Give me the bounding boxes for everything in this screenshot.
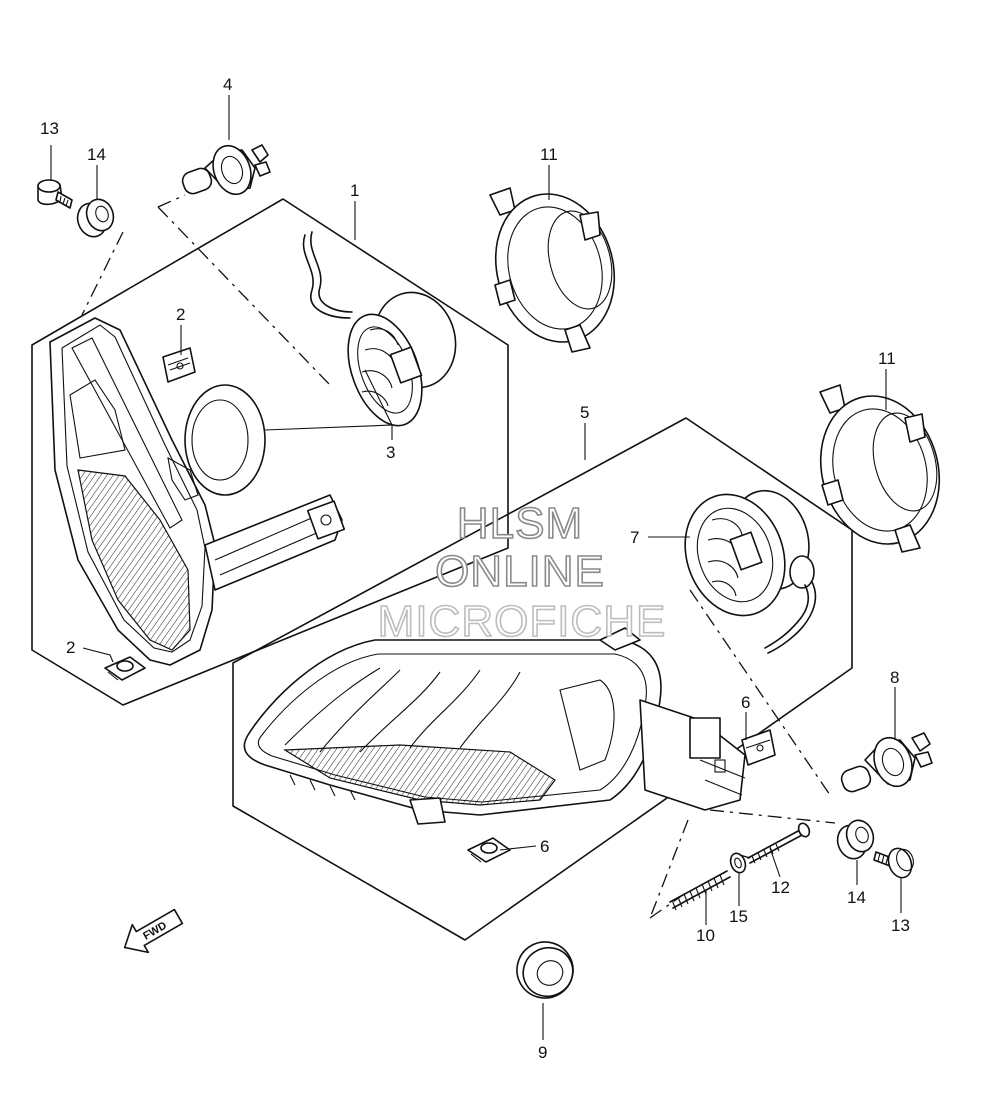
- right-headlamp-housing: [243, 627, 746, 825]
- watermark: HLSM ONLINE MICROFICHE: [377, 498, 667, 647]
- callout-3: 3: [386, 443, 395, 462]
- bolt-12: [747, 822, 811, 864]
- clip-2-lower: [104, 656, 146, 681]
- callout-13-upper: 13: [40, 119, 59, 138]
- callout-10: 10: [696, 926, 715, 945]
- callout-6-lower: 6: [540, 837, 549, 856]
- screw-13-upper: [37, 179, 73, 209]
- grommet-14-lower: [836, 819, 875, 860]
- callout-labels: 13 14 4 1 11 2 3 2 5 11 7 6 8 6 12 15 10…: [40, 75, 910, 1062]
- spring-10: [669, 870, 731, 911]
- retainer-11-lower: [819, 384, 941, 553]
- watermark-line-3: MICROFICHE: [378, 597, 667, 646]
- callout-9: 9: [538, 1043, 547, 1062]
- retainer-11-upper: [489, 187, 616, 353]
- callout-11-upper: 11: [540, 145, 558, 164]
- socket-7: [684, 489, 817, 654]
- assembly-box-1: [31, 198, 509, 706]
- grommet-14-upper: [76, 198, 115, 238]
- clip-6-upper: [741, 729, 776, 766]
- callout-2-lower: 2: [66, 638, 75, 657]
- fwd-arrow-icon: FWD: [123, 908, 184, 954]
- callout-8: 8: [890, 668, 899, 687]
- callout-6-upper: 6: [741, 693, 750, 712]
- assembly-box-5: [232, 417, 853, 941]
- bulb-8: [840, 732, 933, 793]
- assembly-guide-lines: [81, 194, 836, 919]
- callout-14-upper: 14: [87, 145, 106, 164]
- leader-lines: [50, 95, 902, 1040]
- bulb-4: [181, 144, 271, 196]
- screw-13-lower: [873, 847, 914, 879]
- watermark-line-2: ONLINE: [435, 547, 605, 596]
- callout-11-lower: 11: [878, 349, 896, 368]
- watermark-line-1: HLSM: [457, 499, 583, 548]
- callout-12: 12: [771, 878, 790, 897]
- clip-6-lower: [467, 837, 511, 863]
- clip-2-upper: [162, 347, 196, 383]
- callout-13-lower: 13: [891, 916, 910, 935]
- callout-5: 5: [580, 403, 589, 422]
- callout-4: 4: [223, 75, 232, 94]
- callout-14-lower: 14: [847, 888, 866, 907]
- socket-3: [302, 231, 457, 427]
- callout-1: 1: [350, 181, 359, 200]
- callout-7: 7: [630, 528, 639, 547]
- washer-15: [729, 852, 747, 874]
- callout-15: 15: [729, 907, 748, 926]
- callout-2-upper: 2: [176, 305, 185, 324]
- seal-9: [516, 941, 574, 999]
- left-headlamp-housing: [49, 317, 346, 666]
